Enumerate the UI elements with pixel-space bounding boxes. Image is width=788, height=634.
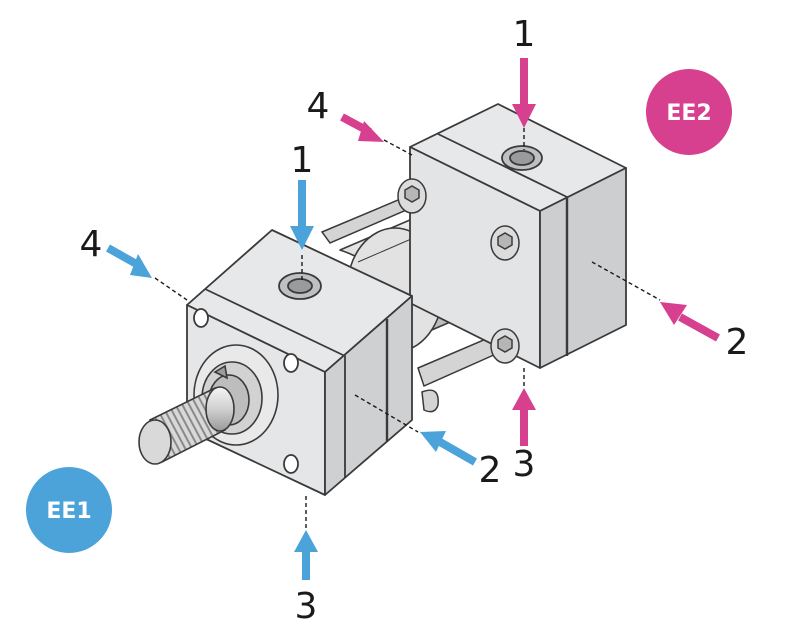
rear-head-ee2 — [409, 103, 627, 369]
ee2-badge: EE2 — [646, 69, 732, 155]
ee2-port-2-arrow — [660, 302, 720, 342]
ee2-port-3-arrow — [512, 388, 536, 446]
ee1-arrows — [106, 180, 477, 580]
ee1-port-1-label: 1 — [291, 140, 314, 181]
piston-rod — [138, 386, 235, 465]
ee1-badge: EE1 — [26, 467, 112, 553]
ee1-port-4-arrow — [106, 244, 152, 278]
ee1-port-3-label: 3 — [295, 586, 318, 627]
leader-lines — [154, 128, 661, 530]
ee1-port-3-arrow — [294, 530, 318, 580]
tie-rods — [320, 192, 506, 413]
ee2-port-2-label: 2 — [726, 322, 749, 363]
ee2-port-3-label: 3 — [513, 444, 536, 485]
ee2-port-4-arrow — [340, 113, 384, 142]
ee1-port-1-arrow — [290, 180, 314, 250]
ee2-port-4-label: 4 — [307, 86, 330, 127]
ee1-port-4-label: 4 — [80, 224, 103, 265]
ee2-badge-label: EE2 — [666, 101, 711, 126]
port-labels: 1 4 2 3 1 4 2 3 — [80, 14, 749, 627]
ee1-badge-label: EE1 — [46, 499, 91, 524]
ee2-port-1-arrow — [512, 58, 536, 128]
ee1-port-2-label: 2 — [479, 450, 502, 491]
ee2-port-1-label: 1 — [513, 14, 536, 55]
ee1-port-2-arrow — [420, 431, 477, 466]
ee2-arrows — [340, 58, 720, 446]
rear-head-bolts — [397, 178, 520, 364]
